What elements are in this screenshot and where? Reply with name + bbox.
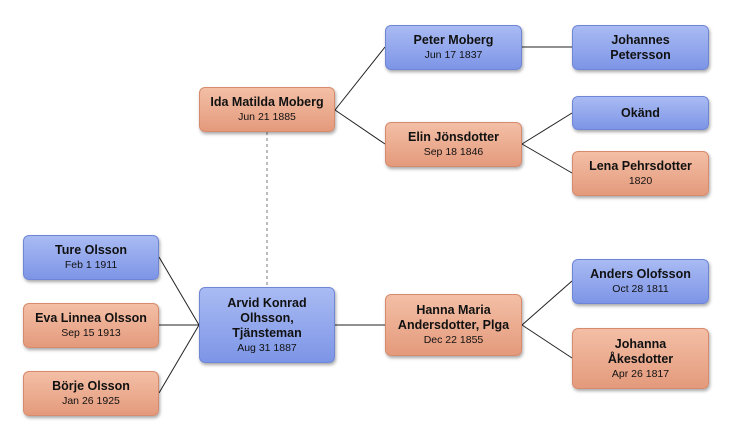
link-ida-elin <box>334 109 386 145</box>
person-date: Feb 1 1911 <box>64 259 118 271</box>
person-date: Sep 18 1846 <box>423 146 484 158</box>
person-elin-jonsdotter[interactable]: Elin Jönsdotter Sep 18 1846 <box>385 122 522 167</box>
link-borje-arvid <box>158 324 200 394</box>
person-borje-olsson[interactable]: Börje Olsson Jan 26 1925 <box>23 371 159 416</box>
person-ida-matilda-moberg[interactable]: Ida Matilda Moberg Jun 21 1885 <box>199 87 335 132</box>
person-name: Ture Olsson <box>54 243 127 257</box>
link-elin-lena <box>521 143 573 174</box>
person-date: Dec 22 1855 <box>423 334 484 346</box>
person-johanna-akesdotter[interactable]: Johanna Åkesdotter Apr 26 1817 <box>572 328 709 389</box>
person-eva-linnea-olsson[interactable]: Eva Linnea Olsson Sep 15 1913 <box>23 303 159 348</box>
person-date: Aug 31 1887 <box>237 341 297 354</box>
person-name: Lena Pehrsdotter <box>589 159 692 173</box>
person-hanna-maria-andersdotter[interactable]: Hanna Maria Andersdotter, Plga Dec 22 18… <box>385 294 522 356</box>
person-anders-olofsson[interactable]: Anders Olofsson Oct 28 1811 <box>572 259 709 304</box>
person-date: Apr 26 1817 <box>611 367 670 380</box>
person-name: Hanna Maria Andersdotter, Plga <box>397 303 510 332</box>
person-date: Jan 26 1925 <box>62 395 120 407</box>
person-lena-pehrsdotter[interactable]: Lena Pehrsdotter 1820 <box>572 151 709 196</box>
person-name: Okänd <box>621 105 660 120</box>
person-name: Börje Olsson <box>52 379 130 393</box>
person-date: Jun 17 1837 <box>424 49 483 61</box>
person-name: Anders Olofsson <box>590 267 691 281</box>
person-date: 1820 <box>628 175 653 187</box>
person-name: Ida Matilda Moberg <box>210 95 324 109</box>
person-johannes-petersson[interactable]: Johannes Petersson <box>572 25 709 70</box>
link-ida-peter <box>334 46 386 111</box>
person-date: Sep 15 1913 <box>61 327 121 339</box>
person-name: Eva Linnea Olsson <box>35 311 147 325</box>
link-hanna-anders <box>521 280 573 326</box>
person-ture-olsson[interactable]: Ture Olsson Feb 1 1911 <box>23 235 159 280</box>
link-ture-arvid <box>158 256 200 326</box>
person-name: Peter Moberg <box>413 33 494 47</box>
person-arvid-konrad-olhsson[interactable]: Arvid Konrad Olhsson, Tjänsteman Aug 31 … <box>199 287 335 363</box>
person-name: Johannes Petersson <box>610 32 671 62</box>
person-name: Johanna Åkesdotter <box>607 336 674 366</box>
person-name: Elin Jönsdotter <box>408 130 499 144</box>
link-elin-okand <box>521 112 573 145</box>
person-name: Arvid Konrad Olhsson, Tjänsteman <box>227 295 307 340</box>
link-hanna-johanna <box>521 324 573 359</box>
person-date: Oct 28 1811 <box>612 283 669 295</box>
person-okand[interactable]: Okänd <box>572 96 709 130</box>
person-peter-moberg[interactable]: Peter Moberg Jun 17 1837 <box>385 25 522 70</box>
person-date: Jun 21 1885 <box>238 111 296 123</box>
